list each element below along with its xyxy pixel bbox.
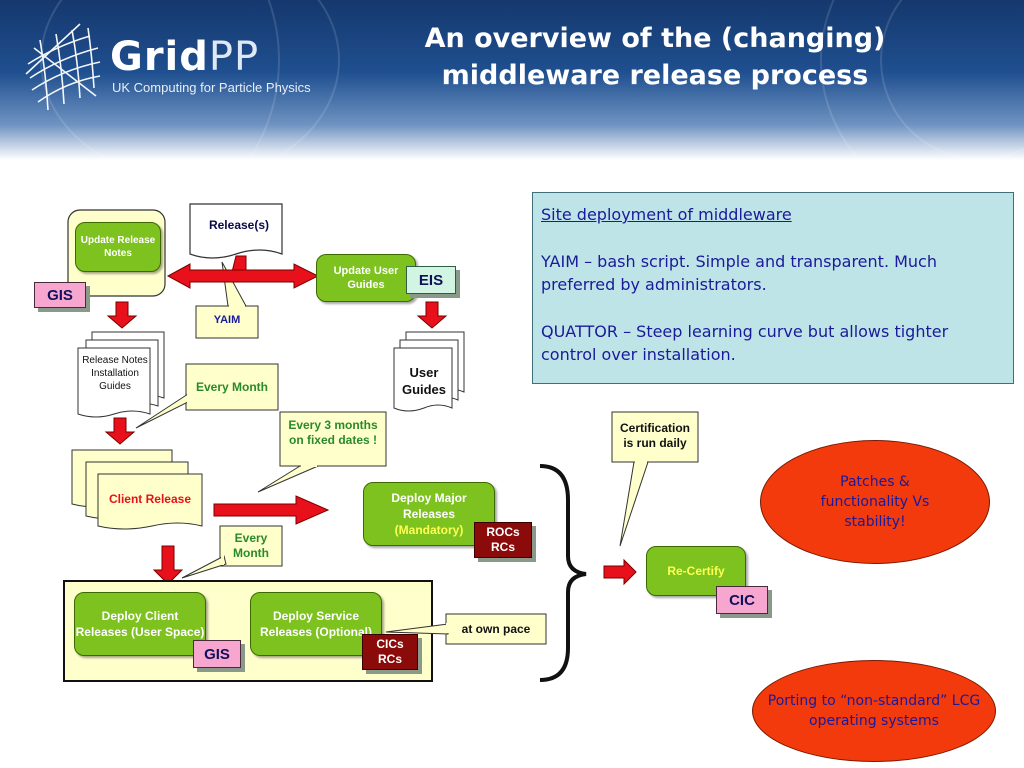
cic-tag: CIC bbox=[716, 586, 768, 614]
logo-wordmark: GridPP bbox=[110, 34, 260, 80]
slide-title: An overview of the (changing) middleware… bbox=[424, 23, 886, 91]
re-certify-label: Re-Certify bbox=[667, 564, 725, 578]
right-arrow-recertify bbox=[603, 558, 637, 586]
update-user-guides-box: Update User Guides bbox=[316, 254, 416, 302]
release-notes-docs-label: Release Notes Installation Guides bbox=[82, 355, 148, 392]
yaim-label: YAIM bbox=[213, 314, 241, 326]
info-yaim-text: YAIM – bash script. Simple and transpare… bbox=[541, 252, 937, 294]
deploy-client-label: Deploy Client Releases (User Space) bbox=[75, 609, 205, 639]
release-label: Release(s) bbox=[208, 218, 270, 232]
every-month-callout-2-box bbox=[219, 525, 283, 567]
release-document-shape bbox=[189, 203, 283, 259]
every-month-callout-1-box bbox=[185, 363, 279, 411]
gis-tag-2: GIS bbox=[193, 640, 241, 668]
deploy-major-mandatory-label: (Mandatory) bbox=[394, 523, 464, 537]
client-release-doc-shape bbox=[97, 473, 203, 530]
info-quattor-text: QUATTOR – Steep learning curve but allow… bbox=[541, 322, 949, 364]
eis-tag: EIS bbox=[406, 266, 456, 294]
cics-rcs-tag: CICs RCs bbox=[362, 634, 418, 670]
rocs-rcs-tag: ROCs RCs bbox=[474, 522, 532, 558]
background-swirl bbox=[820, 0, 1024, 160]
at-own-pace-label: at own pace bbox=[461, 622, 531, 636]
deploy-client-releases-box: Deploy Client Releases (User Space) bbox=[74, 592, 206, 656]
deploy-service-label: Deploy Service Releases (Optional) bbox=[259, 609, 373, 639]
deploy-major-releases-box: Deploy Major Releases (Mandatory) bbox=[363, 482, 495, 546]
porting-ellipse: Porting to “non-standard” LCG operating … bbox=[752, 660, 996, 762]
update-user-guides-label: Update User Guides bbox=[333, 265, 399, 291]
certification-callout-box bbox=[611, 411, 699, 463]
porting-label: Porting to “non-standard” LCG operating … bbox=[767, 693, 981, 729]
user-guides-doc-shape bbox=[393, 347, 453, 412]
every-3-months-label: Every 3 months on fixed dates ! bbox=[288, 418, 378, 447]
header-banner: GridPP UK Computing for Particle Physics… bbox=[0, 0, 1024, 160]
deploy-service-releases-box: Deploy Service Releases (Optional) bbox=[250, 592, 382, 656]
down-arrow-1 bbox=[106, 301, 138, 329]
patches-ellipse: Patches & functionality Vs stability! bbox=[760, 440, 990, 564]
grouping-brace bbox=[539, 464, 587, 682]
certification-label: Certification is run daily bbox=[619, 421, 690, 450]
info-heading: Site deployment of middleware bbox=[541, 205, 792, 224]
every-month-label-2: Every Month bbox=[233, 531, 269, 560]
every-3-months-callout-box bbox=[279, 411, 387, 467]
patches-label: Patches & functionality Vs stability! bbox=[820, 474, 930, 530]
grid-globe-logo-icon bbox=[25, 23, 101, 111]
down-arrow-3 bbox=[104, 417, 136, 445]
every-month-label-1: Every Month bbox=[195, 380, 268, 394]
gis-tag-1: GIS bbox=[34, 282, 86, 308]
site-deployment-info-box: Site deployment of middleware YAIM – bas… bbox=[532, 192, 1014, 384]
update-release-notes-box: Update Release Notes bbox=[75, 222, 161, 272]
own-pace-callout-box bbox=[445, 613, 547, 645]
update-release-notes-label: Update Release Notes bbox=[80, 235, 156, 259]
user-guides-docs-label: User Guides bbox=[401, 365, 447, 397]
deploy-major-label: Deploy Major Releases bbox=[391, 491, 467, 521]
right-arrow-client bbox=[213, 495, 330, 525]
logo-tagline: UK Computing for Particle Physics bbox=[112, 80, 311, 95]
down-arrow-4 bbox=[152, 545, 184, 585]
down-arrow-2 bbox=[416, 301, 448, 329]
release-notes-doc-shape bbox=[77, 347, 151, 418]
yaim-callout-box bbox=[195, 305, 259, 339]
client-release-label: Client Release bbox=[108, 492, 192, 506]
